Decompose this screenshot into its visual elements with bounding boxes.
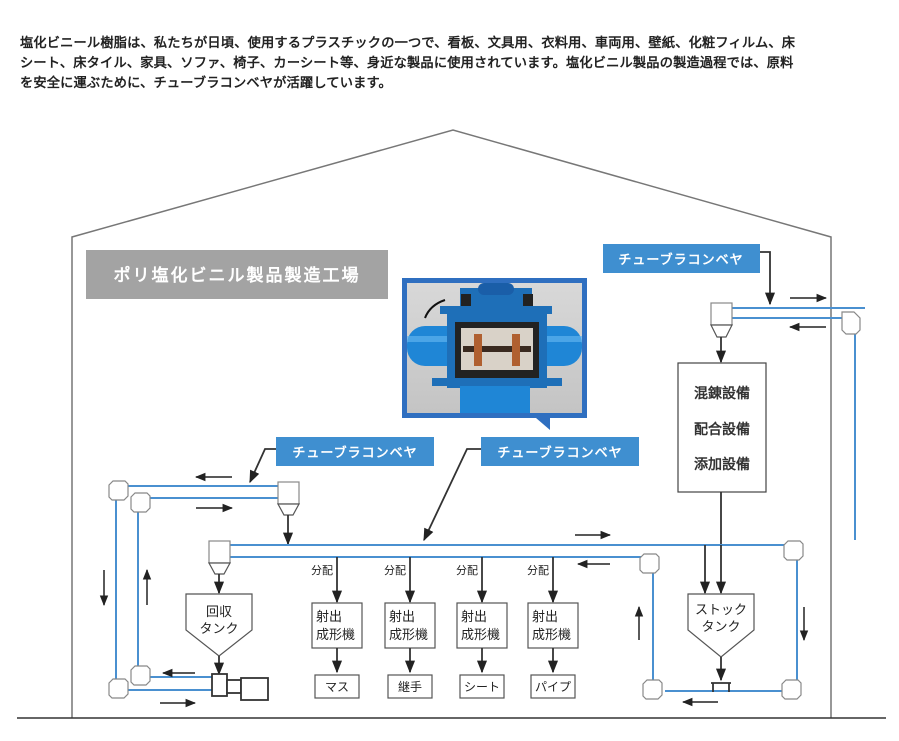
callout-label: チューブラコンベヤ: [292, 445, 417, 461]
pipe-corner: [642, 679, 663, 700]
product-label: 継手: [398, 679, 422, 694]
callout-label: チューブラコンベヤ: [497, 445, 622, 461]
machine-label: 射出: [389, 609, 415, 625]
recovery-tank: 回収 タンク: [185, 593, 253, 657]
machine-label: 射出: [532, 609, 558, 625]
machine-label: 成形機: [461, 628, 500, 643]
callout-label: チューブラコンベヤ: [618, 252, 743, 268]
callout-center: チューブラコンベヤ: [423, 437, 639, 542]
callout-top-right: チューブラコンベヤ: [603, 244, 776, 306]
intro-line: 塩化ビニール樹脂は、私たちが日頃、使用するプラスチックの一つで、看板、文具用、衣…: [20, 36, 796, 51]
stock-tank-label: ストック: [695, 603, 747, 618]
injection-molding-machine: [384, 602, 436, 649]
machine-label: 成形機: [532, 628, 571, 643]
product-box: [387, 674, 433, 699]
factory-roof-wall: [71, 129, 832, 718]
machine-label: 射出: [316, 609, 342, 625]
product-box: [314, 674, 360, 699]
injection-molding-machine: [311, 602, 363, 649]
pipe-main: [230, 544, 798, 692]
stock-feeder: [711, 682, 731, 692]
intro-paragraph: 塩化ビニール樹脂は、私たちが日頃、使用するプラスチックの一つで、看板、文具用、衣…: [20, 34, 890, 94]
pipe-corner: [130, 492, 151, 513]
pipe-corner: [130, 665, 151, 686]
pipe-corner: [108, 480, 129, 501]
distribution-label: 分配: [456, 564, 478, 577]
hopper-main: [207, 540, 232, 575]
hopper-left-upper: [276, 481, 301, 516]
recovery-tank-label: タンク: [199, 622, 238, 637]
factory-title-banner: ポリ塩化ビニル製品製造工場: [86, 250, 388, 299]
pipe-corner: [841, 311, 861, 335]
machine-label: 射出: [461, 609, 487, 625]
product-label: シート: [464, 680, 500, 694]
conveyor-photo: [402, 278, 587, 430]
pipe-corner: [781, 679, 802, 700]
factory-title: ポリ塩化ビニル製品製造工場: [114, 265, 361, 286]
machine-label: 成形機: [389, 628, 428, 643]
pipe-top-right: [732, 307, 865, 540]
product-box: [530, 674, 576, 699]
intro-line: を安全に運ぶために、チューブラコンベヤが活躍しています。: [20, 76, 392, 91]
pipe-corner: [108, 678, 129, 699]
pipe-left-loop: [115, 485, 280, 691]
injection-molding-machine: [527, 602, 579, 649]
distribution-label: 分配: [527, 564, 549, 577]
callout-left: チューブラコンベヤ: [249, 437, 434, 484]
pipe-corner: [783, 540, 804, 561]
pipe-corner: [639, 553, 660, 574]
stock-tank: ストック タンク: [687, 593, 755, 658]
stock-tank-label: タンク: [701, 620, 740, 635]
machine-label: 成形機: [316, 628, 355, 643]
intro-line: シート、床タイル、家具、ソファ、椅子、カーシート等、身近な製品に使用されています…: [20, 56, 794, 71]
distribution-label: 分配: [384, 564, 406, 577]
product-label: パイプ: [535, 680, 571, 694]
product-box: [459, 674, 505, 699]
equipment-label: 混錬設備: [694, 385, 750, 402]
equipment-label: 添加設備: [694, 456, 750, 473]
recovery-tank-label: 回収: [206, 605, 232, 620]
equipment-label: 配合設備: [694, 421, 750, 438]
product-label: マス: [325, 680, 349, 694]
equipment-box: 混錬設備 配合設備 添加設備: [677, 362, 767, 493]
hopper-top-right: [710, 302, 733, 338]
feeder-motor: [211, 673, 269, 701]
distribution-label: 分配: [311, 564, 333, 577]
